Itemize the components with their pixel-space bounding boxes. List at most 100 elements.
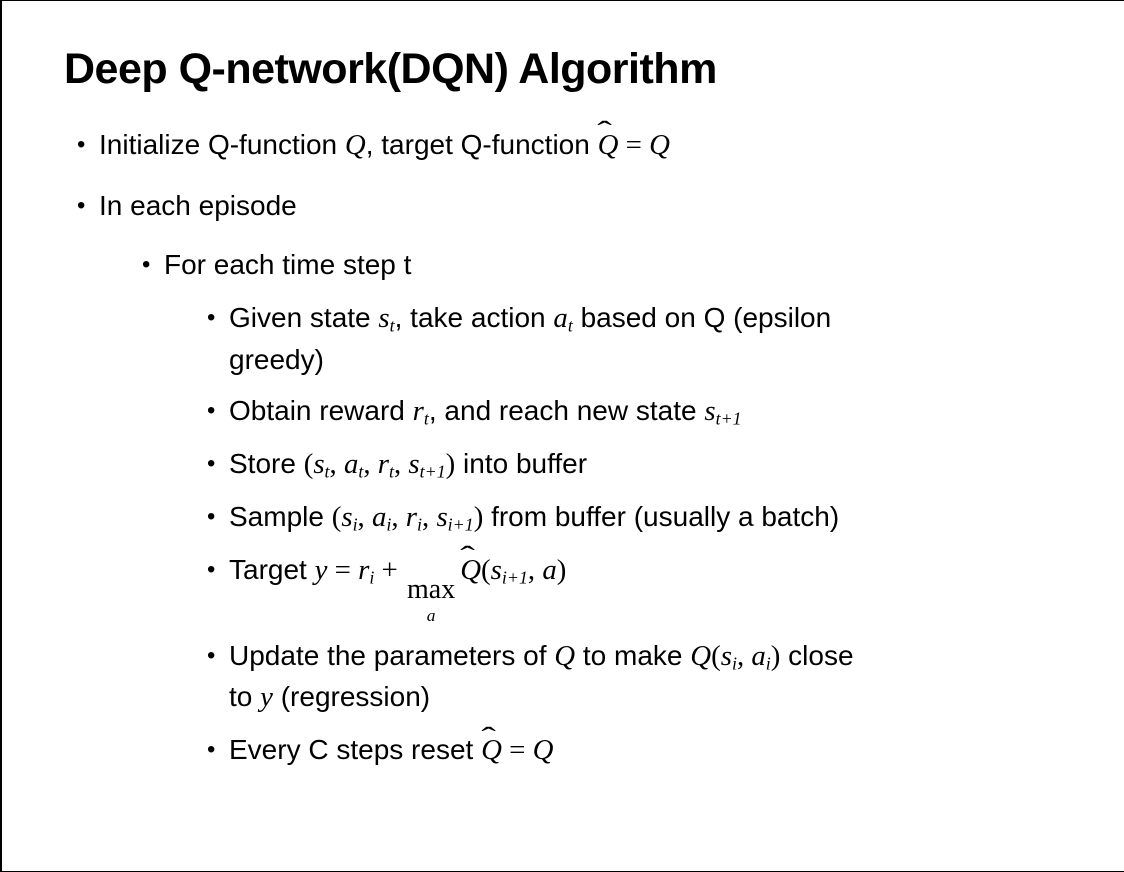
text-segment: , bbox=[329, 447, 344, 480]
bullet-text: Given state st, take action at based on … bbox=[229, 298, 1089, 380]
math-variable: r bbox=[405, 500, 418, 533]
math-subscript: i bbox=[386, 514, 392, 535]
math-variable: s bbox=[313, 447, 325, 480]
text-segment: Sample bbox=[229, 500, 332, 532]
math-variable: Q bbox=[649, 128, 670, 161]
text-segment: based on Q (epsilon bbox=[572, 301, 832, 333]
text-segment: close bbox=[780, 639, 854, 671]
math-variable: a bbox=[343, 447, 359, 480]
text-segment: Every C steps reset bbox=[229, 734, 482, 766]
text-segment: ) bbox=[770, 639, 781, 672]
bullet-icon: • bbox=[207, 449, 216, 477]
text-segment: , bbox=[527, 553, 543, 586]
math-variable: y bbox=[260, 681, 273, 714]
bullet-icon: • bbox=[77, 191, 86, 219]
bullet-item: •Update the parameters of Q to make Q(si… bbox=[2, 636, 1124, 720]
text-segment: , bbox=[422, 500, 437, 533]
bullet-text: Sample (si, ai, ri, si+1) from buffer (u… bbox=[229, 497, 1089, 539]
math-subscript: i+1 bbox=[501, 566, 528, 587]
math-subscript: i bbox=[352, 514, 358, 535]
max-subscript: a bbox=[426, 606, 436, 626]
text-segment: from buffer (usually a batch) bbox=[483, 500, 840, 532]
bullet-icon: • bbox=[77, 130, 86, 158]
bullet-item: • In each episode bbox=[2, 186, 1124, 227]
math-subscript: i bbox=[765, 652, 771, 673]
math-variable: Q bbox=[554, 639, 576, 672]
math-variable: a bbox=[371, 500, 387, 533]
math-subscript: t bbox=[324, 461, 330, 482]
text-segment: Initialize Q-function bbox=[99, 128, 345, 160]
text-segment: greedy) bbox=[229, 343, 324, 375]
math-variable: a bbox=[751, 639, 766, 672]
text-segment: to bbox=[229, 681, 261, 713]
text-segment: ) bbox=[473, 500, 484, 533]
math-variable: s bbox=[378, 301, 390, 334]
math-subscript: t bbox=[389, 461, 394, 482]
text-segment: , target Q-function bbox=[365, 128, 598, 160]
text-segment: = bbox=[327, 553, 359, 586]
math-subscript: t bbox=[423, 408, 429, 429]
text-segment: , bbox=[391, 500, 406, 533]
text-segment: For each time step t bbox=[164, 249, 412, 281]
page-title: Deep Q-network(DQN) Algorithm bbox=[64, 45, 717, 93]
text-segment: into buffer bbox=[455, 447, 588, 479]
math-variable: s bbox=[490, 553, 502, 586]
text-segment: ( bbox=[711, 639, 721, 672]
math-variable: r bbox=[377, 447, 390, 480]
math-variable: s bbox=[436, 500, 448, 533]
text-segment: ( bbox=[331, 500, 342, 533]
text-segment: ( bbox=[303, 447, 314, 480]
math-variable: s bbox=[408, 447, 420, 480]
math-variable: s bbox=[341, 500, 353, 533]
math-variable: r bbox=[358, 553, 370, 586]
math-variable: y bbox=[314, 553, 328, 586]
bullet-icon: • bbox=[207, 641, 216, 669]
text-segment: ) bbox=[445, 447, 456, 480]
text-segment: to make bbox=[575, 639, 691, 671]
bullet-item: •Given state st, take action at based on… bbox=[2, 298, 1124, 380]
text-segment: (regression) bbox=[272, 681, 431, 713]
text-segment: Target bbox=[229, 553, 315, 585]
bullet-item: • Obtain reward rt, and reach new state s… bbox=[2, 391, 1124, 433]
text-segment: = bbox=[501, 734, 533, 767]
math-subscript: t bbox=[567, 315, 573, 336]
math-variable: Q bbox=[532, 734, 554, 767]
text-segment: , bbox=[357, 500, 372, 533]
text-segment: , bbox=[363, 447, 378, 480]
bullet-text: For each time step t bbox=[164, 245, 1024, 286]
math-subscript: t+1 bbox=[419, 461, 446, 482]
math-variable: s bbox=[720, 639, 732, 672]
bullet-text: Store (st, at, rt, st+1) into buffer bbox=[229, 444, 1089, 486]
bullet-item: •Store (st, at, rt, st+1) into buffer bbox=[2, 444, 1124, 486]
text-segment: Store bbox=[229, 447, 304, 479]
bullet-icon: • bbox=[207, 502, 216, 530]
hat-base: Q bbox=[460, 553, 482, 586]
math-subscript: i+1 bbox=[447, 514, 474, 535]
hat-base: Q bbox=[597, 128, 619, 161]
math-subscript: i bbox=[731, 652, 737, 673]
math-subscript: i bbox=[417, 514, 423, 535]
text-segment: Update the parameters of bbox=[229, 639, 555, 671]
text-segment: Obtain reward bbox=[229, 395, 413, 427]
text-segment: In each episode bbox=[99, 189, 297, 221]
bullet-icon: • bbox=[207, 736, 216, 764]
math-variable: a bbox=[542, 553, 557, 586]
math-subscript: t bbox=[358, 461, 364, 482]
text-segment: = bbox=[618, 128, 650, 161]
text-segment: , bbox=[394, 447, 409, 480]
bullet-text: Obtain reward rt, and reach new state st… bbox=[229, 391, 1089, 433]
bullet-item: •For each time step t bbox=[2, 245, 1124, 286]
hat-icon: ˆ bbox=[597, 116, 613, 147]
bullet-icon: • bbox=[207, 397, 216, 425]
text-segment: , take action bbox=[394, 301, 554, 333]
math-subscript: i bbox=[369, 566, 375, 587]
bullet-text: Initialize Q-function Q, target Q-functi… bbox=[99, 116, 959, 167]
